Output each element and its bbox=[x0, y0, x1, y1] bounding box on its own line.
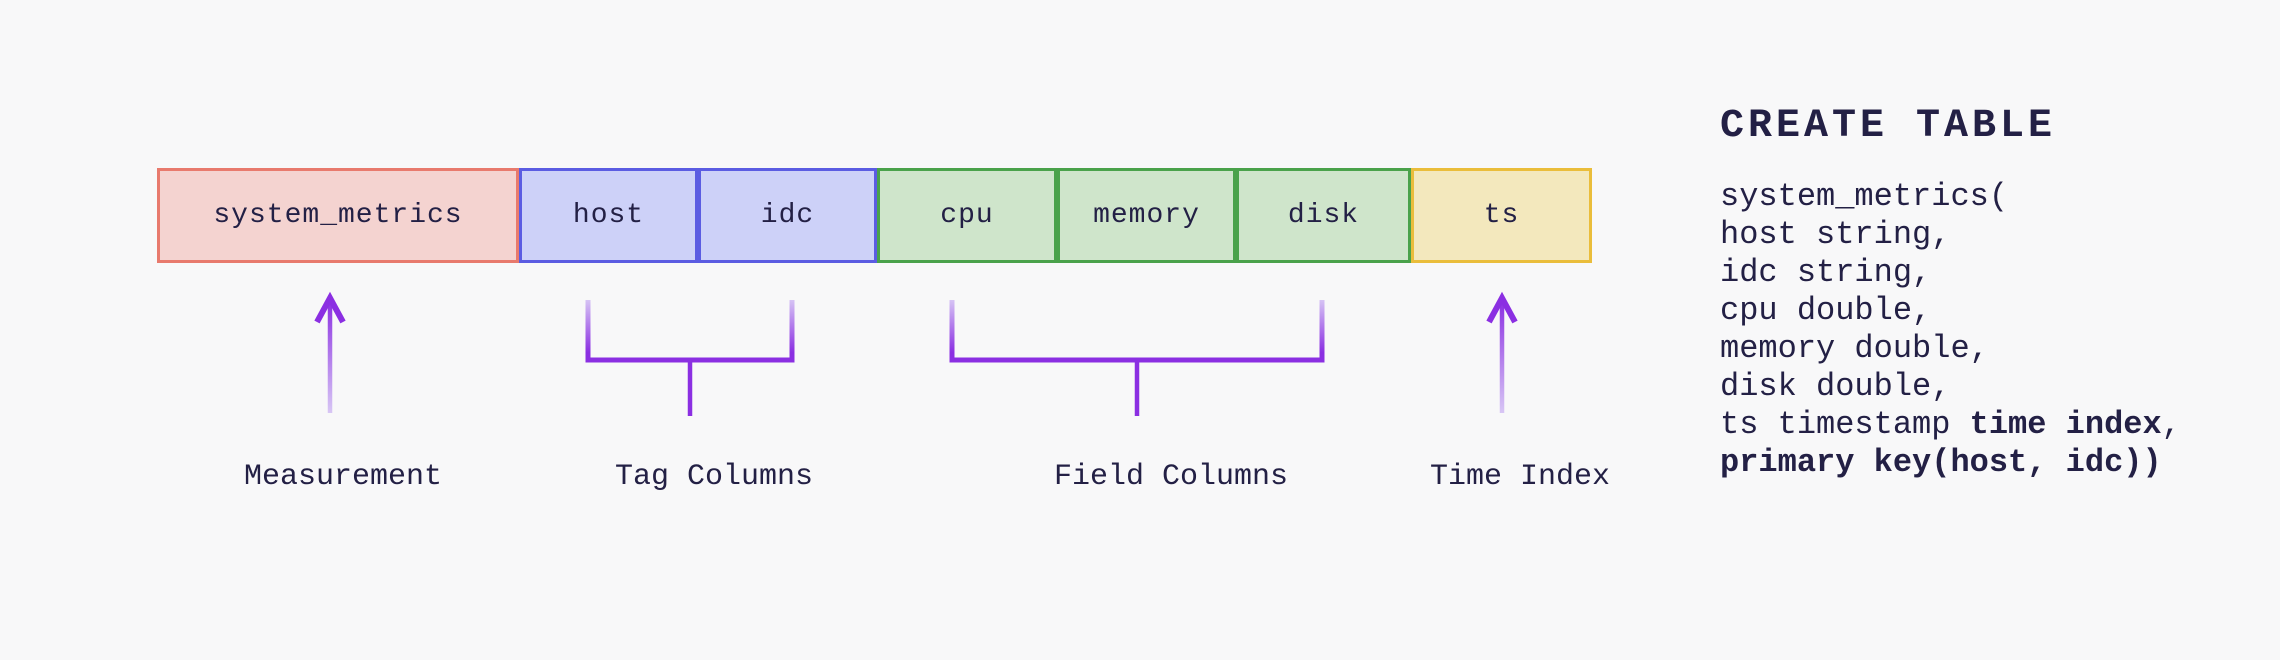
measurement-label: Measurement bbox=[243, 460, 443, 494]
cell-idc: idc bbox=[698, 168, 877, 263]
cell-host: host bbox=[519, 168, 698, 263]
tag-columns-label: Tag Columns bbox=[614, 460, 814, 494]
tag-columns-bracket-icon bbox=[585, 300, 795, 416]
cell-ts: ts bbox=[1411, 168, 1592, 263]
cell-memory-label: memory bbox=[1093, 200, 1200, 231]
sql-line: cpu double, bbox=[1720, 292, 1932, 329]
cell-ts-label: ts bbox=[1483, 200, 1520, 231]
cell-memory: memory bbox=[1057, 168, 1236, 263]
cell-cpu: cpu bbox=[877, 168, 1057, 263]
cell-disk: disk bbox=[1236, 168, 1411, 263]
cell-system-metrics-label: system_metrics bbox=[213, 200, 463, 231]
cell-disk-label: disk bbox=[1287, 200, 1360, 231]
sql-line: idc string, bbox=[1720, 254, 1932, 291]
sql-code: system_metrics(host string,idc string,cp… bbox=[1720, 178, 2260, 482]
field-columns-bracket-icon bbox=[949, 300, 1325, 416]
time-index-arrow-icon bbox=[1486, 291, 1518, 413]
cell-host-label: host bbox=[572, 200, 645, 231]
sql-line: ts timestamp time index, bbox=[1720, 406, 2181, 443]
sql-title: CREATE TABLE bbox=[1720, 104, 2057, 149]
sql-line: memory double, bbox=[1720, 330, 1989, 367]
cell-cpu-label: cpu bbox=[940, 200, 994, 231]
cell-system-metrics: system_metrics bbox=[157, 168, 519, 263]
cell-idc-label: idc bbox=[760, 200, 815, 231]
sql-line: system_metrics( bbox=[1720, 178, 2009, 215]
sql-line: primary key(host, idc)) bbox=[1720, 444, 2162, 481]
measurement-arrow-icon bbox=[314, 291, 346, 413]
sql-line: disk double, bbox=[1720, 368, 1951, 405]
time-index-label: Time Index bbox=[1429, 460, 1611, 494]
sql-panel: CREATE TABLE system_metrics(host string,… bbox=[1720, 104, 2260, 482]
field-columns-label: Field Columns bbox=[1053, 460, 1289, 494]
sql-line: host string, bbox=[1720, 216, 1951, 253]
